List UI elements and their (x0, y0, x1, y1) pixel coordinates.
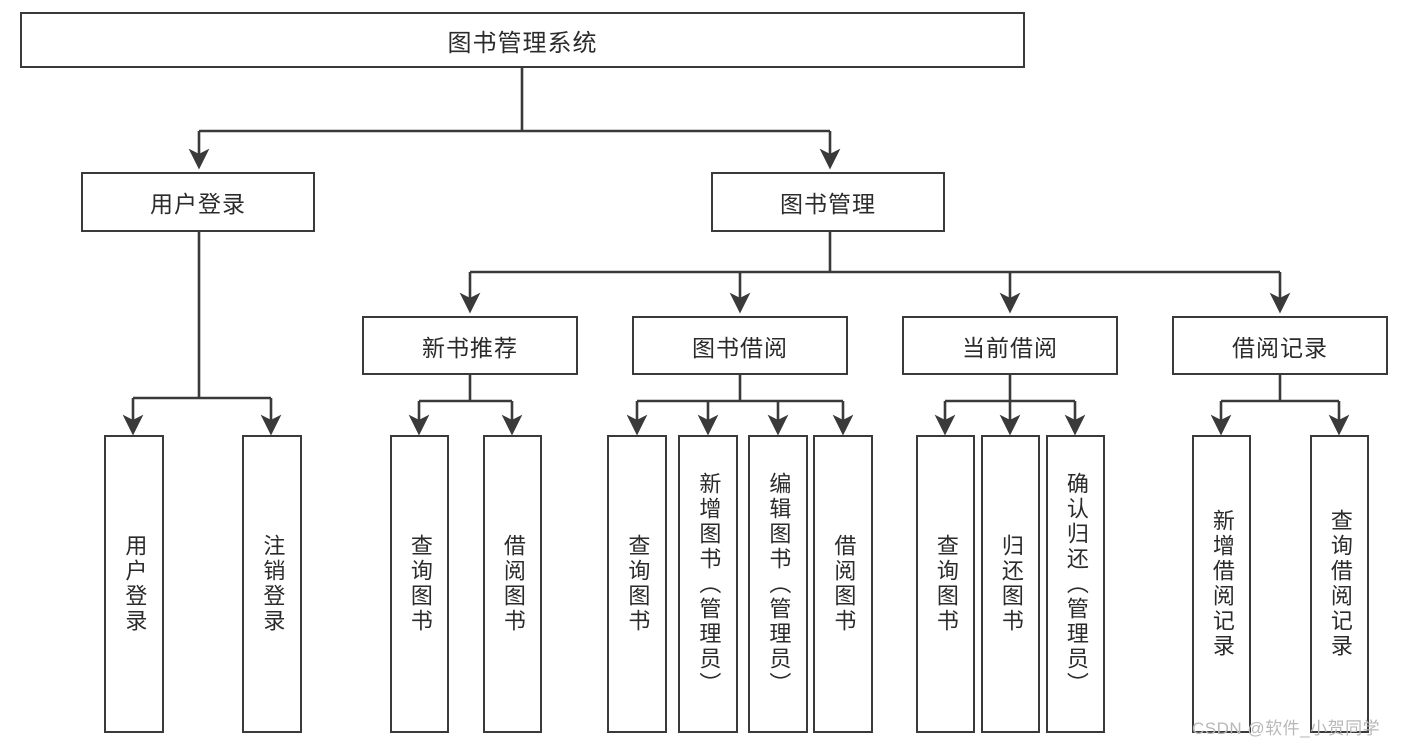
node-label: 确认归还（管理员） (1063, 471, 1089, 697)
node-label: 用户登录 (122, 534, 148, 634)
node-label: 新书推荐 (422, 334, 518, 361)
node-label: 当前借阅 (962, 334, 1058, 361)
node-label: 编辑图书（管理员） (766, 471, 792, 697)
node-label: 图书管理系统 (447, 29, 598, 57)
node-new-book-recommend[interactable]: 新书推荐 (362, 316, 578, 375)
node-label: 借阅图书 (831, 534, 857, 634)
node-borrow-record[interactable]: 借阅记录 (1172, 316, 1388, 375)
node-label: 用户登录 (150, 191, 246, 217)
leaf-borrow-book-recommend[interactable]: 借阅图书 (483, 435, 542, 733)
watermark-csdn: CSDN @软件_小贺同学 (1192, 719, 1381, 738)
node-label: 查询图书 (625, 534, 651, 634)
node-current-borrow[interactable]: 当前借阅 (902, 316, 1118, 375)
node-book-management[interactable]: 图书管理 (711, 172, 945, 232)
leaf-return-book[interactable]: 归还图书 (981, 435, 1040, 733)
leaf-query-book-recommend[interactable]: 查询图书 (390, 435, 449, 733)
leaf-add-borrow-record[interactable]: 新增借阅记录 (1192, 435, 1251, 733)
leaf-user-login[interactable]: 用户登录 (104, 435, 164, 733)
leaf-add-book-admin[interactable]: 新增图书（管理员） (678, 435, 738, 733)
leaf-query-book-current[interactable]: 查询图书 (916, 435, 975, 733)
node-label: 图书管理 (780, 191, 876, 217)
node-label: 注销登录 (260, 534, 286, 634)
node-label: 查询图书 (407, 534, 433, 634)
leaf-query-book-borrow[interactable]: 查询图书 (607, 435, 667, 733)
leaf-query-borrow-record[interactable]: 查询借阅记录 (1310, 435, 1369, 733)
leaf-edit-book-admin[interactable]: 编辑图书（管理员） (748, 435, 808, 733)
node-root-book-management-system[interactable]: 图书管理系统 (20, 12, 1025, 68)
node-label: 查询借阅记录 (1327, 509, 1353, 659)
node-label: 借阅图书 (500, 534, 526, 634)
node-label: 新增借阅记录 (1209, 509, 1235, 659)
leaf-confirm-return-admin[interactable]: 确认归还（管理员） (1046, 435, 1105, 733)
leaf-logout-login[interactable]: 注销登录 (242, 435, 302, 733)
node-label: 新增图书（管理员） (696, 471, 722, 697)
node-label: 归还图书 (998, 534, 1024, 634)
node-user-login[interactable]: 用户登录 (81, 172, 315, 232)
node-label: 图书借阅 (692, 334, 788, 361)
leaf-borrow-book[interactable]: 借阅图书 (813, 435, 873, 733)
node-label: 借阅记录 (1232, 334, 1328, 361)
node-label: 查询图书 (933, 534, 959, 634)
node-book-borrow[interactable]: 图书借阅 (632, 316, 848, 375)
